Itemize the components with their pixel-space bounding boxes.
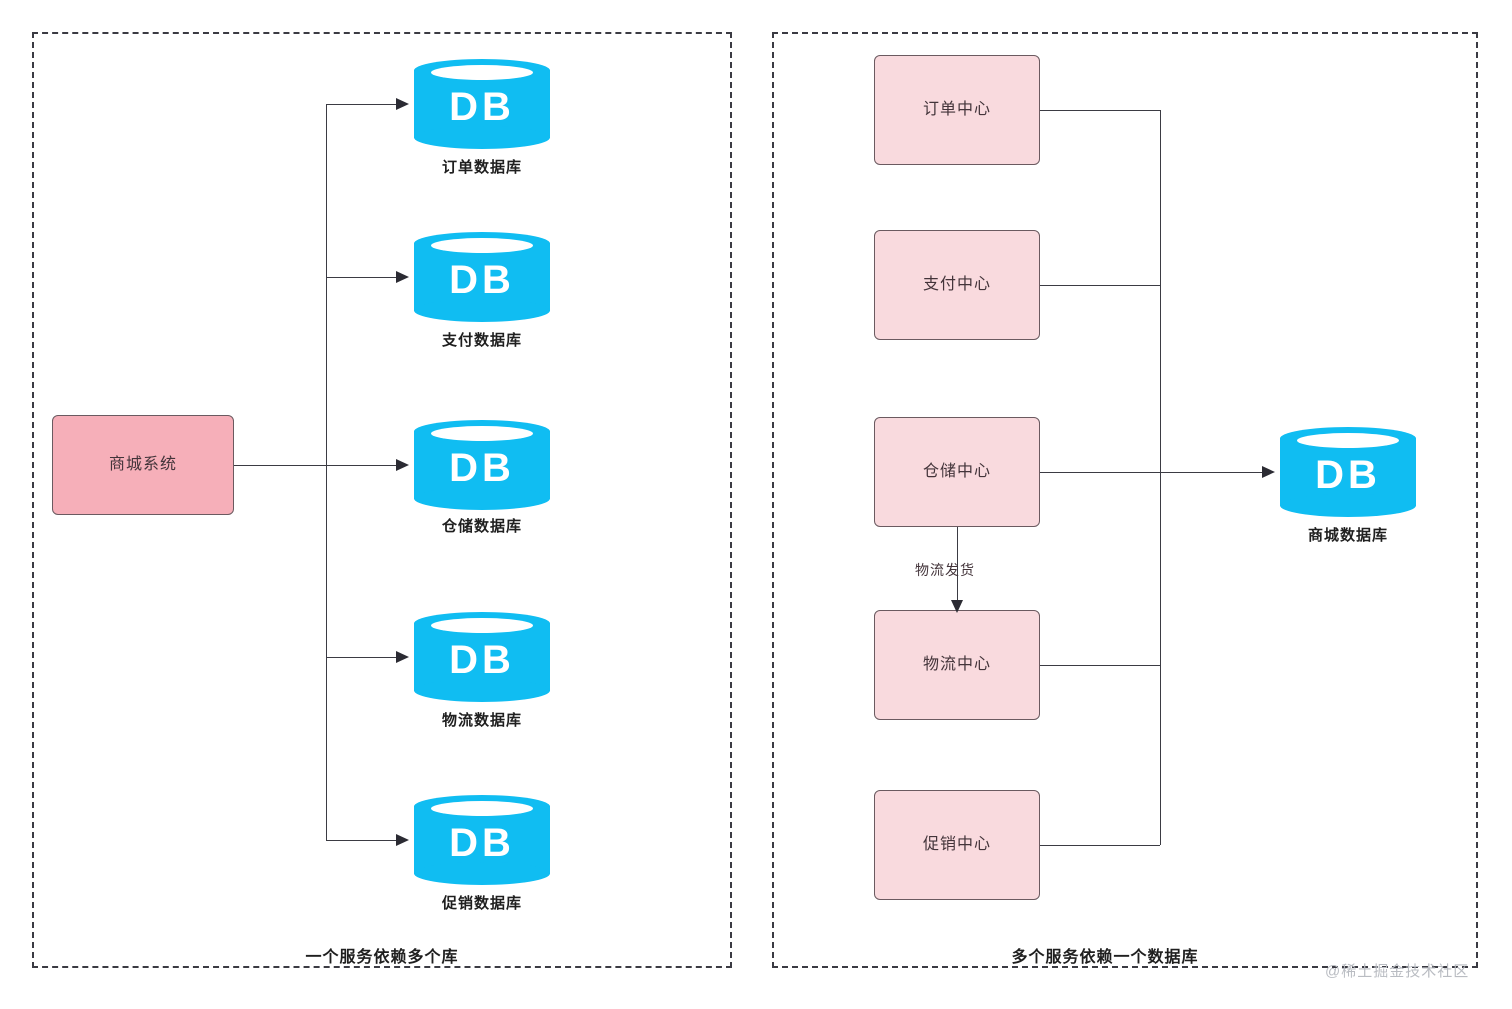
cylinder-bottom: [414, 862, 550, 885]
left-branch-arrow-2: [396, 271, 409, 283]
right-stub-line-warehouse: [1040, 472, 1160, 473]
left-branch-arrow-4: [396, 651, 409, 663]
cylinder-shape: [1280, 427, 1416, 517]
database-icon-logistics[interactable]: DB: [414, 612, 550, 702]
db-glyph-text: DB: [1315, 452, 1381, 497]
database-icon-order[interactable]: DB: [414, 59, 550, 149]
cylinder-hole: [431, 801, 533, 816]
cylinder-hole: [431, 238, 533, 253]
database-icon-payment[interactable]: DB: [414, 232, 550, 322]
left-source-label: 商城系统: [108, 456, 177, 474]
cylinder-bottom: [414, 679, 550, 702]
left-branch-line-2: [326, 277, 398, 278]
left-branch-line-5: [326, 840, 398, 841]
left-source-box[interactable]: 商城系统: [52, 415, 234, 515]
left-branch-line-4: [326, 657, 398, 658]
database-label-mall: 商城数据库: [1307, 527, 1388, 544]
right-vertical-bus: [1160, 110, 1161, 845]
service-label-payment: 支付中心: [922, 276, 991, 294]
logistics-dispatch-line: [957, 527, 958, 603]
right-stub-line-order: [1040, 110, 1160, 111]
cylinder-bottom: [1280, 494, 1416, 517]
cylinder-shape: [414, 59, 550, 149]
db-glyph-text: DB: [449, 820, 515, 865]
database-label-promotion: 促销数据库: [441, 895, 522, 912]
logistics-dispatch-arrow: [951, 600, 963, 613]
left-branch-line-3: [326, 465, 398, 466]
left-branch-line-1: [326, 104, 398, 105]
database-icon-warehouse[interactable]: DB: [414, 420, 550, 510]
right-bus-to-db-arrow: [1262, 466, 1275, 478]
cylinder-shape: [414, 795, 550, 885]
service-label-order: 订单中心: [922, 101, 991, 119]
service-box-payment[interactable]: 支付中心: [874, 230, 1040, 340]
watermark-text: @稀土掘金技术社区: [1325, 963, 1470, 980]
database-label-logistics: 物流数据库: [441, 712, 522, 729]
service-box-logistics[interactable]: 物流中心: [874, 610, 1040, 720]
cylinder-shape: [414, 420, 550, 510]
service-label-logistics: 物流中心: [922, 656, 991, 674]
cylinder-hole: [431, 618, 533, 633]
service-box-order[interactable]: 订单中心: [874, 55, 1040, 165]
cylinder-bottom: [414, 487, 550, 510]
left-vertical-bus: [326, 104, 327, 840]
db-glyph-text: DB: [449, 257, 515, 302]
right-stub-line-promotion: [1040, 845, 1160, 846]
left-panel-caption: 一个服务依赖多个库: [305, 949, 459, 966]
left-trunk-line: [234, 465, 326, 466]
service-label-promotion: 促销中心: [922, 836, 991, 854]
db-glyph-text: DB: [449, 84, 515, 129]
database-icon-mall[interactable]: DB: [1280, 427, 1416, 517]
left-branch-arrow-5: [396, 834, 409, 846]
left-branch-arrow-1: [396, 98, 409, 110]
db-glyph-text: DB: [449, 637, 515, 682]
right-stub-line-payment: [1040, 285, 1160, 286]
service-label-warehouse: 仓储中心: [922, 463, 991, 481]
service-box-warehouse[interactable]: 仓储中心: [874, 417, 1040, 527]
database-label-payment: 支付数据库: [441, 332, 522, 349]
db-glyph-text: DB: [449, 445, 515, 490]
left-panel-frame: [32, 32, 732, 968]
database-label-warehouse: 仓储数据库: [441, 518, 522, 535]
cylinder-shape: [414, 612, 550, 702]
logistics-dispatch-label: 物流发货: [915, 562, 975, 578]
cylinder-hole: [1297, 433, 1399, 448]
cylinder-bottom: [414, 299, 550, 322]
right-panel-caption: 多个服务依赖一个数据库: [1011, 949, 1199, 966]
right-panel-frame: [772, 32, 1478, 968]
cylinder-shape: [414, 232, 550, 322]
cylinder-hole: [431, 65, 533, 80]
right-bus-to-db-line: [1160, 472, 1264, 473]
database-label-order: 订单数据库: [441, 159, 522, 176]
cylinder-hole: [431, 426, 533, 441]
cylinder-bottom: [414, 126, 550, 149]
right-stub-line-logistics: [1040, 665, 1160, 666]
database-icon-promotion[interactable]: DB: [414, 795, 550, 885]
left-branch-arrow-3: [396, 459, 409, 471]
service-box-promotion[interactable]: 促销中心: [874, 790, 1040, 900]
